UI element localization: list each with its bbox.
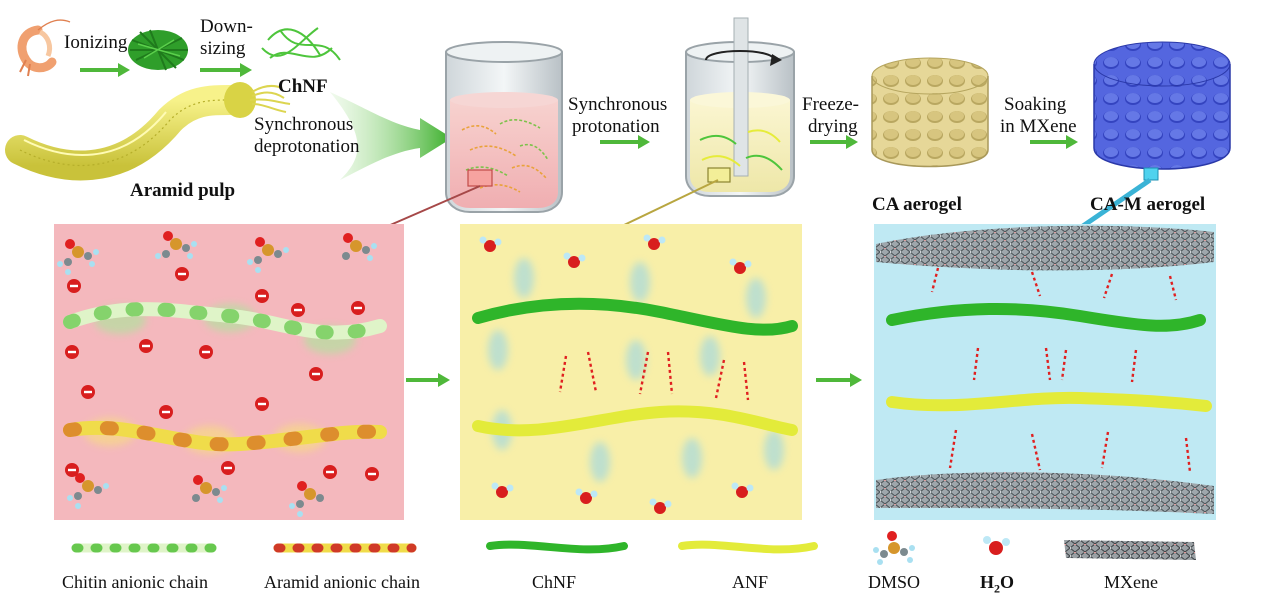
- zoom-line-1: [387, 185, 481, 227]
- beaker-2: [685, 17, 795, 197]
- label-sync-prot-1: Synchronous: [568, 94, 668, 115]
- legend-h2o-sub: 2: [994, 581, 1001, 596]
- legend-anf-swatch: [678, 540, 818, 554]
- legend-h2o-h: H: [980, 572, 995, 592]
- legend-h2o-o: O: [1000, 572, 1015, 592]
- shrimp-icon: [17, 19, 71, 77]
- label-sync-prot-2: protonation: [572, 116, 660, 137]
- label-ca-aerogel: CA aerogel: [872, 194, 962, 215]
- arrow-soaking: [1030, 135, 1078, 149]
- label-soak-2: in MXene: [1000, 116, 1077, 137]
- arrow-panel-2-3: [816, 373, 862, 387]
- arrow-downsizing: [200, 63, 252, 77]
- negative-charges: [65, 267, 379, 481]
- legend-h2o-label: H2O: [980, 572, 1014, 597]
- legend-dmso-label: DMSO: [868, 572, 921, 592]
- label-sync-deprot-2: deprotonation: [254, 136, 360, 157]
- legend-chitin-anionic-label: Chitin anionic chain: [62, 572, 208, 592]
- label-downsizing-1: Down-: [200, 16, 253, 37]
- dmso-molecules: [57, 231, 377, 517]
- aramid-pulp-icon: [5, 82, 291, 181]
- label-ionizing: Ionizing: [64, 32, 128, 53]
- arrow-ionizing: [80, 63, 130, 77]
- arrow-freeze-drying: [810, 135, 858, 149]
- big-arrow-deprotonation: [330, 92, 452, 180]
- arrow-panel-1-2: [406, 373, 450, 387]
- label-downsizing-2: sizing: [200, 38, 246, 59]
- label-aramid-pulp: Aramid pulp: [130, 180, 236, 201]
- water-molecules: [479, 234, 754, 514]
- chnf-fibers-icon: [261, 27, 341, 61]
- cam-aerogel-icon: [1093, 41, 1231, 181]
- legend-chnf-swatch: [486, 540, 628, 554]
- label-cam-aerogel: CA-M aerogel: [1090, 194, 1206, 215]
- label-sync-deprot-1: Synchronous: [254, 114, 354, 135]
- legend-mxene-swatch: [1064, 540, 1196, 560]
- chitin-bundle-icon: [128, 29, 188, 71]
- label-chnf: ChNF: [278, 76, 328, 97]
- legend-mxene-label: MXene: [1104, 572, 1158, 592]
- panel-3-mxene: [874, 224, 1216, 520]
- zoom-line-3: [1078, 177, 1152, 231]
- panel-2-protonated: [460, 224, 802, 520]
- label-soak-1: Soaking: [1004, 94, 1067, 115]
- legend-aramid-anionic-label: Aramid anionic chain: [264, 572, 420, 592]
- panel-1-anionic: [54, 224, 404, 520]
- arrow-protonation: [600, 135, 650, 149]
- label-freeze-2: drying: [808, 116, 858, 137]
- legend-h2o-swatch: [983, 536, 1010, 555]
- zoom-line-2: [621, 179, 719, 227]
- beaker-1: [445, 41, 563, 213]
- legend-anf-label: ANF: [732, 572, 769, 592]
- label-freeze-1: Freeze-: [802, 94, 859, 115]
- legend-chnf-label: ChNF: [532, 572, 577, 592]
- ca-aerogel-icon: [871, 57, 989, 168]
- legend-graphics: [71, 531, 1196, 565]
- legend-dmso-swatch: [873, 531, 915, 565]
